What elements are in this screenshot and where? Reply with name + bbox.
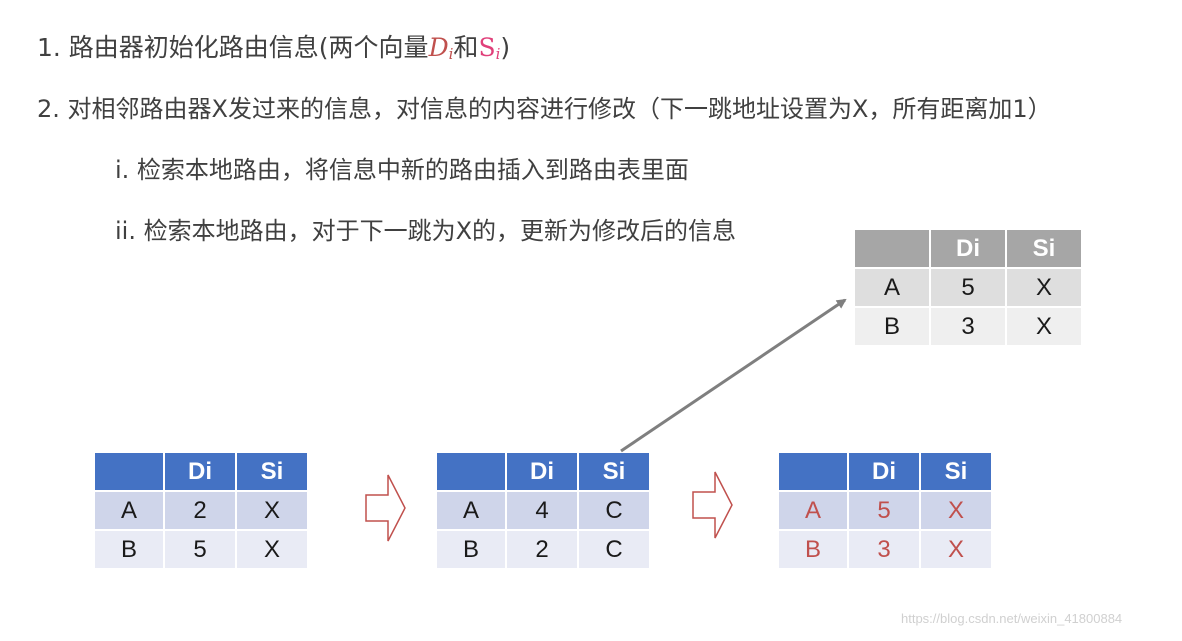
connector-arrow [620, 298, 847, 453]
result-routing-table: Di Si A 5 X B 3 X [777, 451, 993, 570]
original-routing-table: Di Si A 2 X B 5 X [93, 451, 309, 570]
table-cell: 3 [929, 306, 1007, 347]
table-header-cell: Si [577, 451, 651, 492]
step-1: 1. 路由器初始化路由信息(两个向量Di和Si) [37, 31, 510, 71]
step-2-i: i. 检索本地路由，将信息中新的路由插入到路由表里面 [115, 156, 689, 184]
table-cell: X [919, 529, 993, 570]
table-cell: X [235, 529, 309, 570]
table-cell: 5 [929, 267, 1007, 308]
table-cell: 2 [505, 529, 579, 570]
table-header-row: Di Si [93, 451, 309, 492]
table-cell: X [1005, 267, 1083, 308]
table-header-row: Di Si [435, 451, 651, 492]
s-vector-subscript: i [495, 45, 501, 63]
table-header-cell: Si [919, 451, 993, 492]
table-row: B 3 X [777, 529, 993, 570]
table-header-cell: Si [235, 451, 309, 492]
table-row: A 4 C [435, 490, 651, 531]
table-cell: 2 [163, 490, 237, 531]
table-cell: B [777, 529, 849, 570]
table-cell: B [853, 306, 931, 347]
table-header-cell: Di [163, 451, 237, 492]
table-header-cell: Di [847, 451, 921, 492]
table-header-cell [435, 451, 507, 492]
table-cell: C [577, 490, 651, 531]
table-cell: 5 [163, 529, 237, 570]
table-cell: A [435, 490, 507, 531]
watermark: https://blog.csdn.net/weixin_41800884 [901, 611, 1123, 626]
table-header-row: Di Si [853, 228, 1083, 269]
s-vector-label: S [478, 33, 496, 62]
and-text: 和 [453, 33, 479, 62]
table-header-cell: Si [1005, 228, 1083, 269]
table-cell: B [435, 529, 507, 570]
modified-routing-table: Di Si A 5 X B 3 X [853, 228, 1083, 347]
step-1-suffix: ) [500, 33, 511, 62]
table-header-cell [777, 451, 849, 492]
d-vector-label: D [428, 33, 449, 62]
table-cell: 3 [847, 529, 921, 570]
table-cell: X [919, 490, 993, 531]
d-vector-subscript: i [448, 45, 454, 63]
table-row: B 3 X [853, 306, 1083, 347]
table-row: A 5 X [853, 267, 1083, 308]
table-cell: 4 [505, 490, 579, 531]
table-cell: A [853, 267, 931, 308]
table-cell: X [1005, 306, 1083, 347]
step-2-ii: ii. 检索本地路由，对于下一跳为X的，更新为修改后的信息 [115, 217, 737, 245]
received-routing-table: Di Si A 4 C B 2 C [435, 451, 651, 570]
table-header-cell [853, 228, 931, 269]
table-cell: B [93, 529, 165, 570]
table-cell: A [777, 490, 849, 531]
table-cell: C [577, 529, 651, 570]
table-row: B 2 C [435, 529, 651, 570]
table-row: A 5 X [777, 490, 993, 531]
step-1-prefix: 1. 路由器初始化路由信息(两个向量 [37, 33, 429, 62]
table-row: B 5 X [93, 529, 309, 570]
right-block-arrow-icon [365, 474, 406, 542]
table-cell: X [235, 490, 309, 531]
table-header-cell [93, 451, 165, 492]
table-cell: 5 [847, 490, 921, 531]
table-header-cell: Di [505, 451, 579, 492]
right-block-arrow-icon [692, 471, 733, 539]
table-cell: A [93, 490, 165, 531]
table-header-row: Di Si [777, 451, 993, 492]
table-row: A 2 X [93, 490, 309, 531]
step-2: 2. 对相邻路由器X发过来的信息，对信息的内容进行修改（下一跳地址设置为X，所有… [37, 95, 1052, 123]
table-header-cell: Di [929, 228, 1007, 269]
